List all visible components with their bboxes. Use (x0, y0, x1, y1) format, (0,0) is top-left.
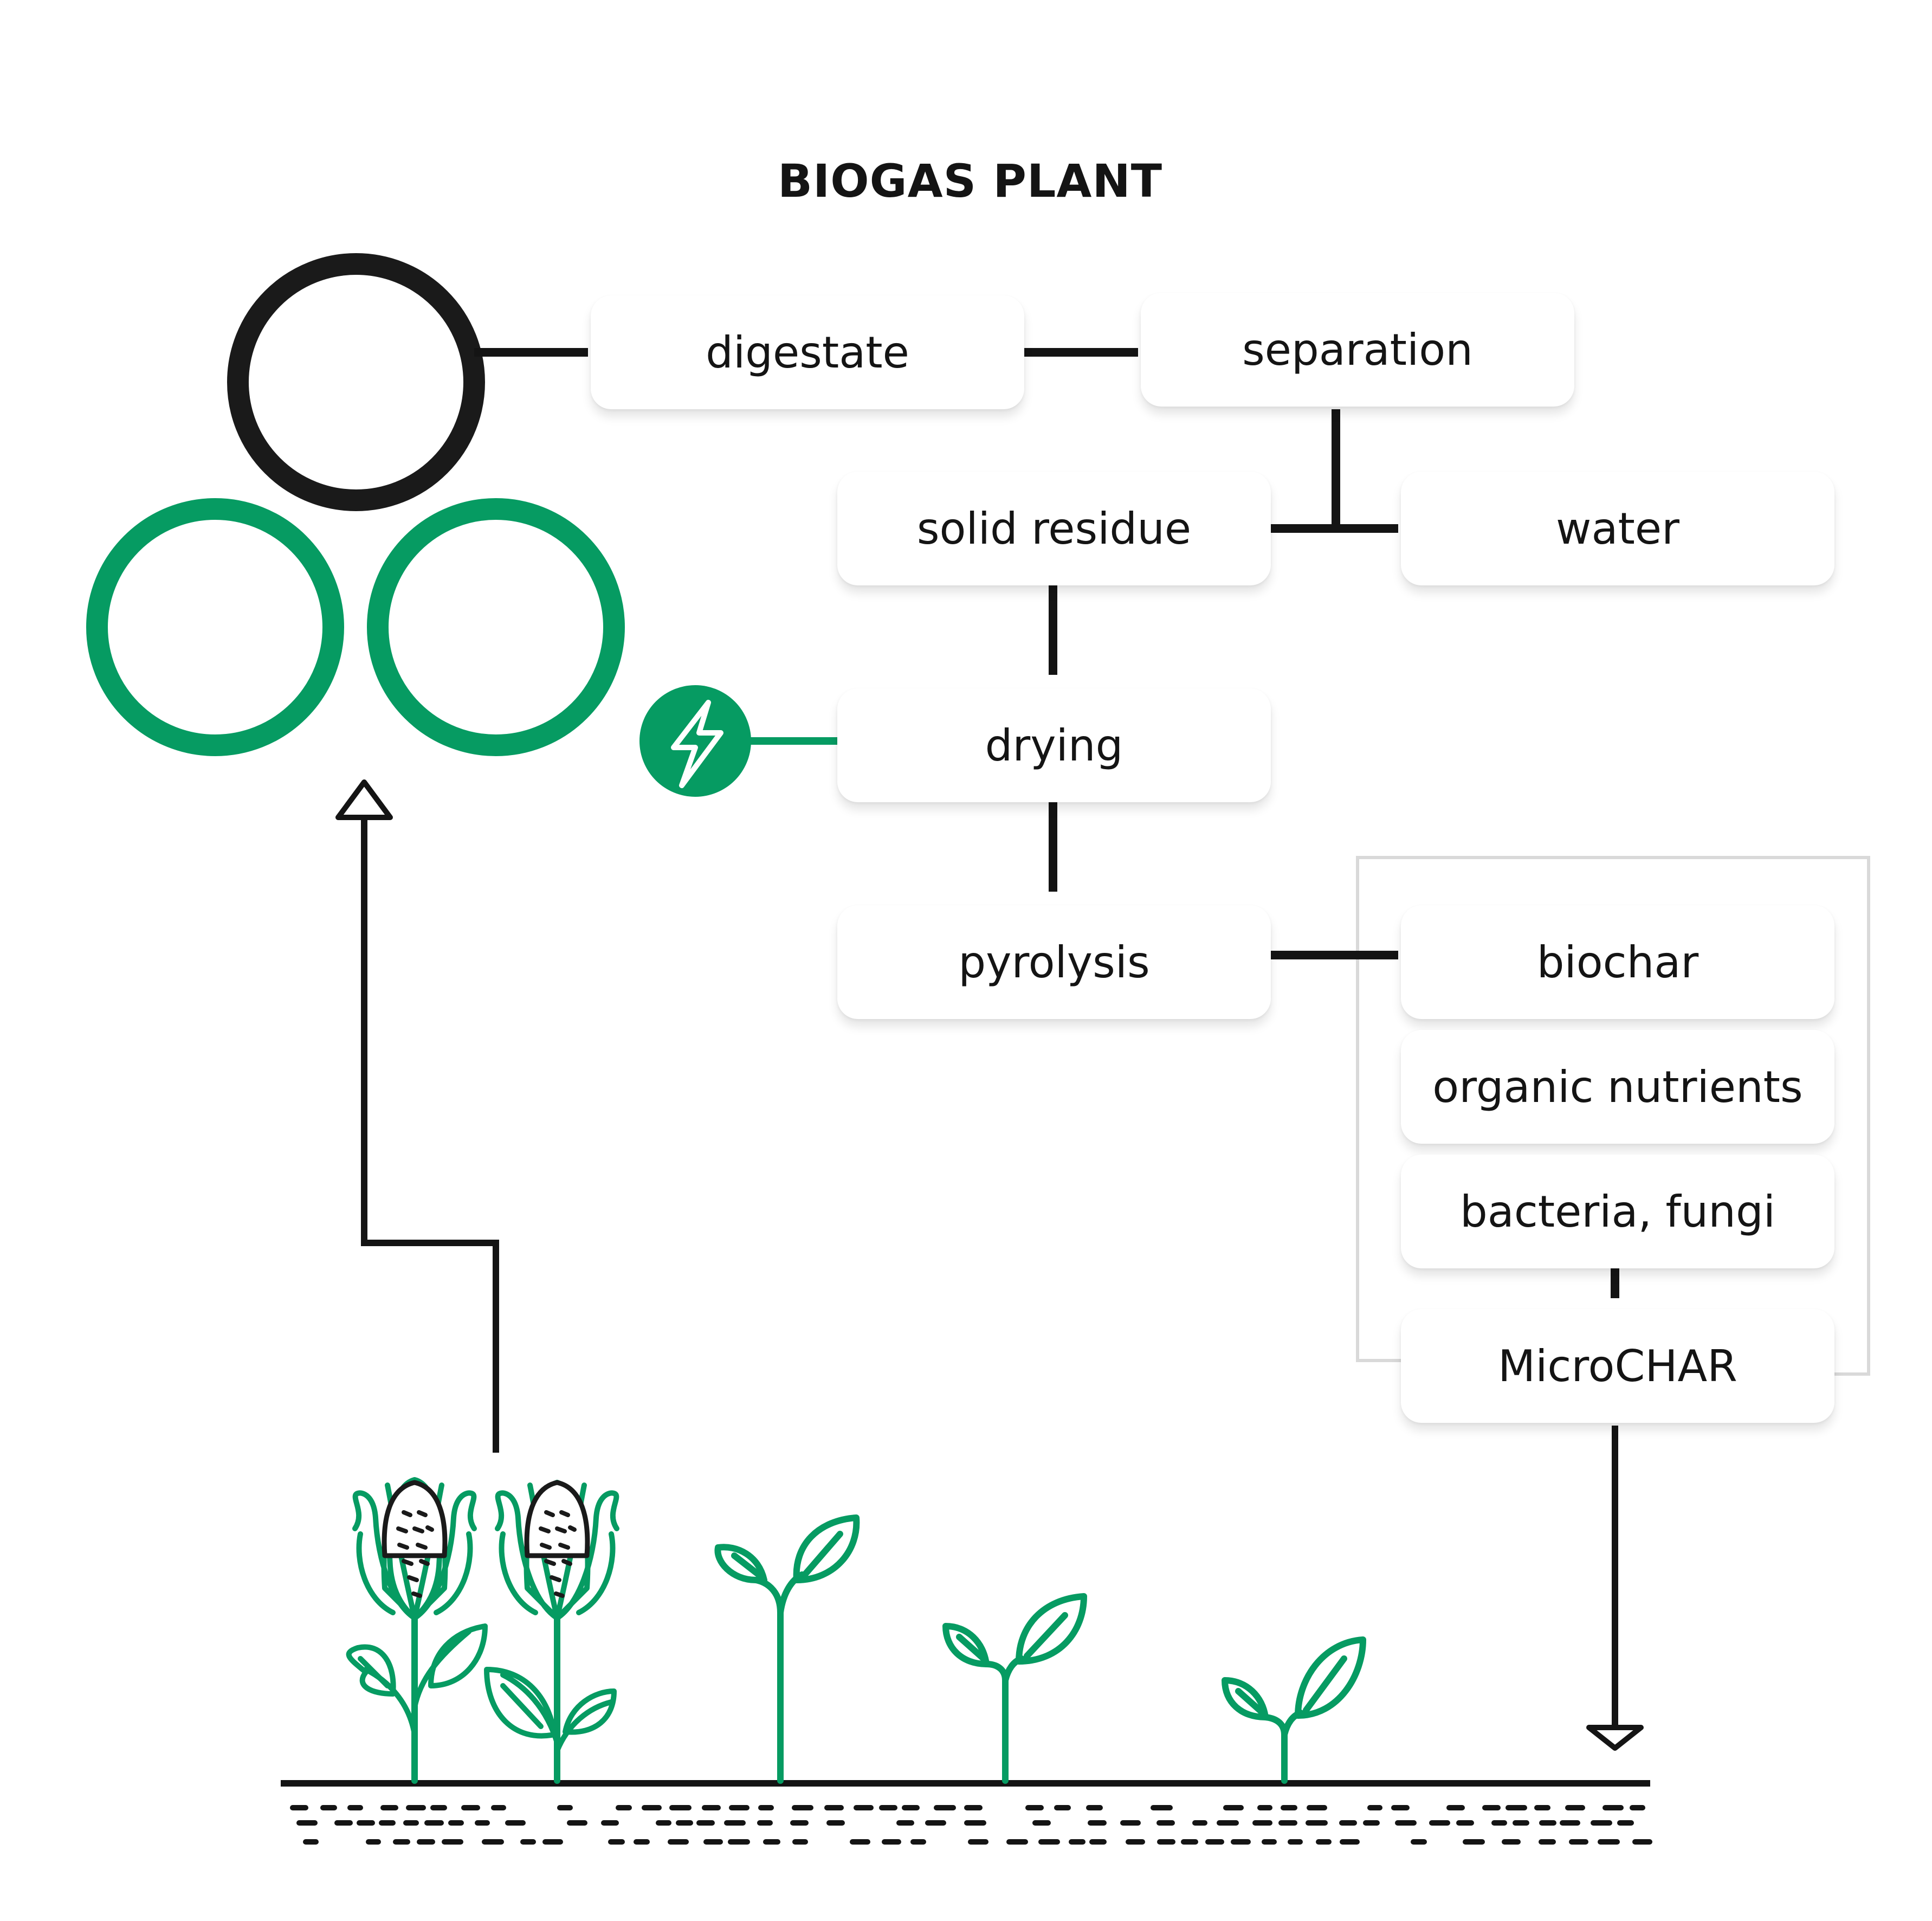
sprout-icon (942, 1593, 1087, 1784)
node-solid-residue-label: solid residue (916, 503, 1192, 554)
node-organic-nutrients: organic nutrients (1401, 1030, 1834, 1144)
feedstock-arrow-head (335, 779, 393, 820)
node-biochar: biochar (1401, 905, 1834, 1019)
node-digestate: digestate (591, 295, 1024, 409)
node-bacteria-fungi: bacteria, fungi (1401, 1155, 1834, 1268)
digester-tank-green-right (367, 498, 625, 756)
node-digestate-label: digestate (706, 327, 909, 378)
energy-node (639, 685, 751, 797)
node-bacteria-fungi-label: bacteria, fungi (1460, 1186, 1775, 1237)
sprout-icon (1222, 1636, 1366, 1784)
node-biochar-label: biochar (1536, 937, 1699, 988)
node-microchar-label: MicroCHAR (1498, 1340, 1737, 1391)
node-solid-residue: solid residue (837, 472, 1271, 585)
corn-plant-icon (484, 1480, 619, 1784)
node-water: water (1401, 472, 1834, 585)
node-water-label: water (1556, 503, 1679, 554)
node-separation-label: separation (1242, 324, 1473, 375)
node-organic-nutrients-label: organic nutrients (1432, 1061, 1803, 1112)
node-microchar: MicroCHAR (1401, 1309, 1834, 1423)
node-pyrolysis-label: pyrolysis (958, 937, 1150, 988)
lightning-bolt-icon (671, 700, 723, 788)
diagram-title: BIOGAS PLANT (777, 154, 1163, 208)
soil-dashes (290, 1805, 1652, 1845)
corn-plant-icon (346, 1477, 488, 1784)
microchar-arrow-head (1586, 1725, 1644, 1751)
digester-tank-black (227, 253, 485, 511)
digester-tank-green-left (86, 498, 344, 756)
node-drying-label: drying (985, 720, 1123, 771)
node-separation: separation (1141, 293, 1574, 407)
node-pyrolysis: pyrolysis (837, 905, 1271, 1019)
node-drying: drying (837, 688, 1271, 802)
sprout-icon (714, 1514, 860, 1784)
feedstock-arrow-line (361, 817, 499, 1453)
